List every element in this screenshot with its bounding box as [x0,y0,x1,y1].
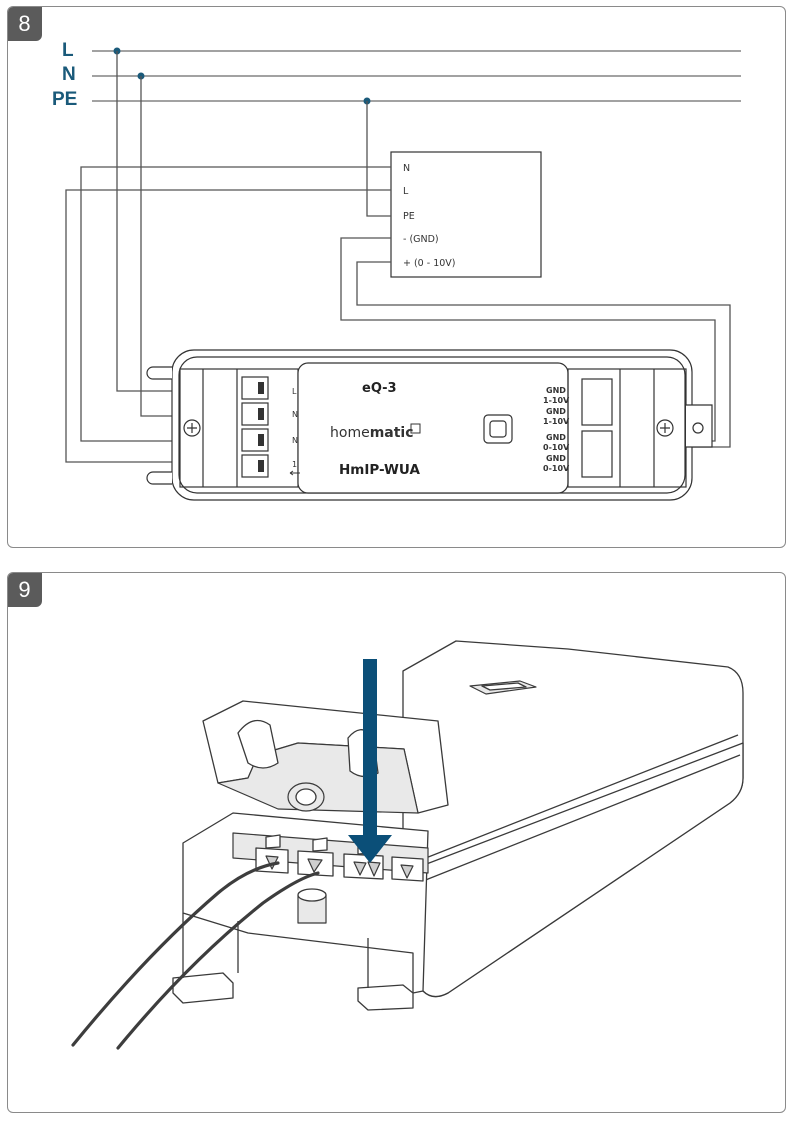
bus-label-l: L [62,40,74,61]
device-illustration [71,640,744,1050]
device-model-label: HmIP-WUA [339,462,420,478]
hmip-wua-device [146,349,713,501]
device-terminal-l: L [292,387,297,396]
ballast-terminal-pe: PE [403,211,415,222]
ballast-terminal-010v: + (0 - 10V) [403,258,456,269]
cable-1 [71,861,280,1047]
step-9-panel: 9 [7,572,786,1113]
output-arrow-icon [289,470,300,476]
device-terminal-010v-2: 0-10V [543,464,570,473]
device-terminal-110v-1: 1-10V [543,396,570,405]
wiring-diagram: L N PE N L PE - (GND) + (0 - 10V) [52,40,741,501]
device-brand-label: eQ-3 [362,381,397,396]
ballast-terminal-gnd: - (GND) [403,234,439,245]
device-terminal-110v-2: 1-10V [543,417,570,426]
ballast-box [390,151,542,278]
device-logo: homematic [330,425,414,441]
bus-label-pe: PE [52,89,77,110]
wire-ballast-n [80,166,391,442]
homematic-logo-icon [410,423,421,434]
step-number-badge: 8 [8,7,42,41]
cable-2 [116,871,320,1050]
device-terminal-gnd-1: GND [546,386,566,395]
step-number-badge: 9 [8,573,42,607]
open-device-housing [172,640,744,1011]
ballast-terminal-l: L [403,186,409,197]
device-terminal-010v-1: 0-10V [543,443,570,452]
wire-l-to-device [116,51,240,392]
ballast-terminal-n: N [403,163,410,174]
wire-pe-to-ballast [366,101,391,217]
device-terminal-n2: N [292,436,298,445]
device-terminal-gnd-3: GND [546,433,566,442]
device-terminal-1: 1 [292,460,297,469]
device-terminal-n1: N [292,410,298,419]
insert-arrow-icon [348,659,392,863]
device-terminal-gnd-4: GND [546,454,566,463]
wire-ballast-l [65,189,391,463]
device-terminal-gnd-2: GND [546,407,566,416]
step-8-panel: 8 L N PE N L PE - (GND) + (0 - 10V) [7,6,786,548]
bus-label-n: N [62,64,76,85]
